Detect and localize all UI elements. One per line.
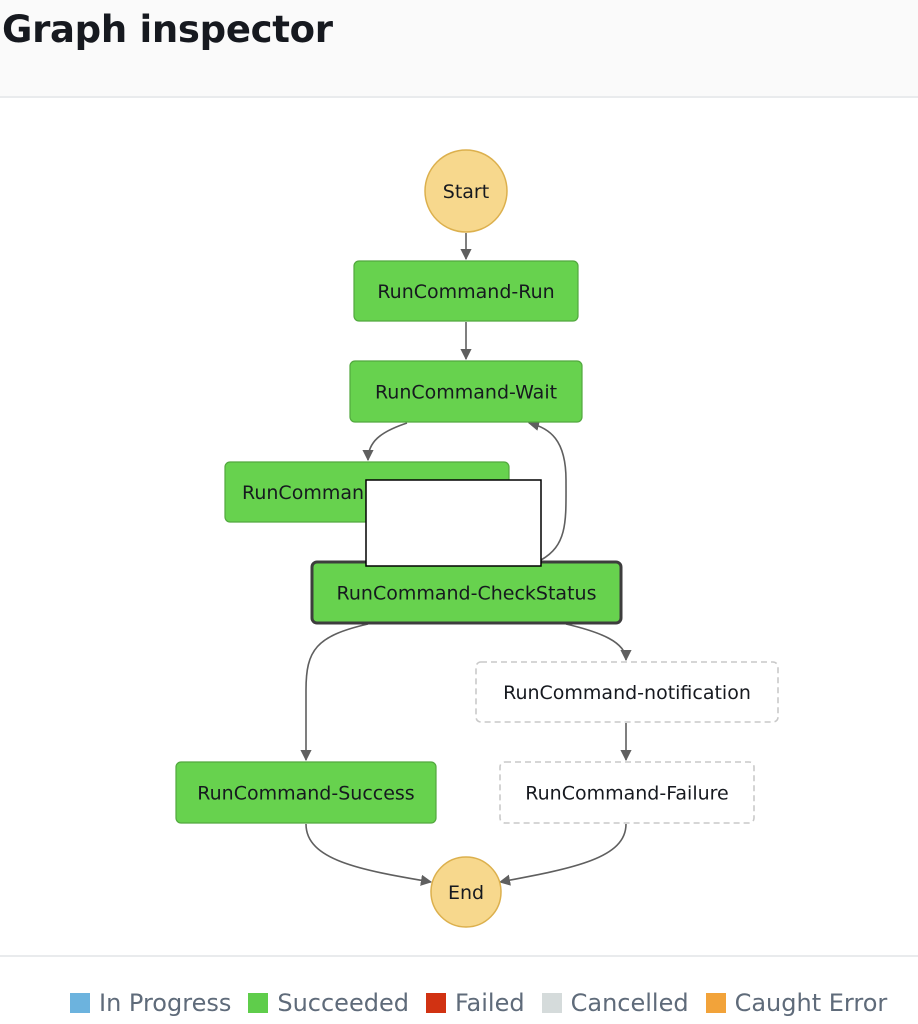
edge-check-to-notification (565, 623, 632, 662)
wait-box (349, 360, 583, 423)
failed-swatch (425, 993, 446, 1013)
success-label: RunCommand-Success (197, 783, 414, 805)
legend-label: In Progress (99, 989, 232, 1017)
redaction-box (365, 479, 542, 567)
legend-label: Succeeded (277, 989, 409, 1017)
page-title: Graph inspector (2, 8, 333, 51)
state-node-success[interactable]: RunCommand-Success (175, 761, 437, 824)
notification-box (475, 661, 779, 723)
state-node-failure[interactable]: RunCommand-Failure (499, 761, 755, 824)
cancelled-swatch (541, 993, 562, 1013)
start-circle (424, 149, 508, 233)
start-label: Start (443, 181, 489, 203)
legend-item-in-progress: In Progress (70, 989, 231, 1017)
legend-label: Failed (454, 989, 525, 1017)
succeeded-swatch (248, 993, 269, 1013)
state-machine-graph: StartRunCommand-RunRunCommand-WaitRunCom… (175, 149, 779, 928)
edge-success-to-end (305, 823, 433, 886)
state-node-wait[interactable]: RunCommand-Wait (349, 360, 583, 423)
legend-label: Caught Error (734, 989, 888, 1017)
success-box (175, 761, 437, 824)
legend-item-cancelled: Cancelled (541, 989, 689, 1017)
legend-label: Cancelled (570, 989, 689, 1017)
failure-label: RunCommand-Failure (525, 783, 728, 805)
legend-divider (0, 955, 918, 957)
run-label: RunCommand-Run (377, 281, 554, 303)
wait-label: RunCommand-Wait (375, 382, 557, 404)
state-node-check[interactable]: RunCommand-CheckStatus (310, 560, 623, 625)
failure-box (499, 761, 755, 824)
state-node-notification[interactable]: RunCommand-notification (475, 661, 779, 723)
legend-item-failed: Failed (425, 989, 525, 1017)
caught-error-swatch (705, 993, 726, 1013)
notification-label: RunCommand-notification (503, 682, 751, 704)
partial-label: RunComman (242, 482, 364, 504)
state-node-end[interactable]: End (430, 856, 502, 928)
edge-check-to-success (300, 623, 369, 762)
state-node-start[interactable]: Start (424, 149, 508, 233)
in-progress-swatch (70, 993, 90, 1013)
legend-item-caught-error: Caught Error (705, 989, 888, 1017)
state-node-run[interactable]: RunCommand-Run (353, 260, 579, 322)
end-label: End (448, 882, 484, 904)
check-label: RunCommand-CheckStatus (337, 583, 597, 605)
status-legend: In Progress Succeeded Failed Cancelled C… (70, 987, 904, 1019)
end-circle (430, 856, 502, 928)
edge-wait-to-partial (362, 422, 408, 462)
legend-item-succeeded: Succeeded (248, 989, 409, 1017)
edge-check-to-wait (527, 419, 567, 561)
edge-failure-to-end (498, 823, 627, 886)
inspector-header: Graph inspector (0, 0, 918, 98)
run-box (353, 260, 579, 322)
